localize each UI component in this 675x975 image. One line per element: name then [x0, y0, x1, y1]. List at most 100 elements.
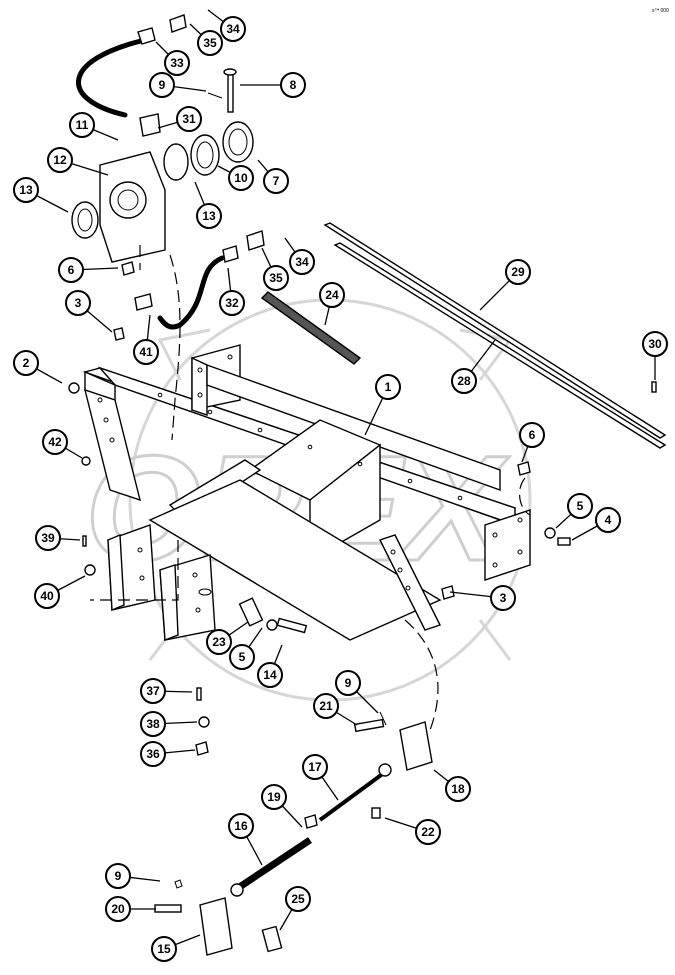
callout-circle-5 [567, 493, 593, 519]
callout-circle-9 [105, 863, 131, 889]
bearing-assembly [71, 68, 254, 263]
callout-label-29: 29 [511, 265, 525, 279]
callout-label-1: 1 [385, 380, 392, 394]
callout-label-37: 37 [146, 684, 160, 698]
callout-label-39: 39 [41, 531, 55, 545]
callout-circle-34 [220, 16, 246, 42]
callout-label-4: 4 [605, 513, 612, 527]
callout-circle-4 [595, 507, 621, 533]
callout-label-24: 24 [325, 288, 339, 302]
main-frame [82, 344, 531, 641]
callout-circle-20 [105, 896, 131, 922]
callout-circle-32 [219, 290, 245, 316]
callout-label-33: 33 [170, 56, 184, 70]
callout-label-2: 2 [23, 356, 30, 370]
callout-label-12: 12 [53, 153, 67, 167]
callout-label-15: 15 [157, 942, 171, 956]
callout-circle-8 [280, 72, 306, 98]
callout-circle-30 [642, 331, 668, 357]
callout-circle-29 [505, 259, 531, 285]
callout-label-21: 21 [319, 699, 333, 713]
callout-circle-2 [13, 350, 39, 376]
callout-label-9: 9 [159, 78, 166, 92]
callout-circle-13 [196, 203, 222, 229]
callout-circle-3 [490, 585, 516, 611]
callout-label-22: 22 [421, 825, 435, 839]
callout-label-32: 32 [225, 296, 239, 310]
callout-circle-38 [140, 711, 166, 737]
callout-label-9: 9 [345, 676, 352, 690]
callout-circle-14 [257, 662, 283, 688]
callout-circle-40 [34, 583, 60, 609]
callout-label-28: 28 [457, 374, 471, 388]
callout-label-42: 42 [48, 435, 62, 449]
callout-label-13: 13 [202, 209, 216, 223]
hardware-parts [68, 261, 657, 956]
callout-label-6: 6 [529, 428, 536, 442]
callout-circle-1 [375, 374, 401, 400]
callout-label-30: 30 [648, 337, 662, 351]
brush-strip [260, 291, 362, 365]
callout-labels: 1233455667899910111213131415161718192021… [13, 9, 668, 962]
callout-label-19: 19 [267, 790, 281, 804]
callout-circle-39 [35, 525, 61, 551]
callout-circle-3 [65, 290, 91, 316]
callout-circle-5 [229, 644, 255, 670]
callout-label-41: 41 [139, 345, 153, 359]
callout-circle-34 [289, 249, 315, 275]
callout-label-16: 16 [234, 819, 248, 833]
callout-circle-19 [261, 784, 287, 810]
callout-label-36: 36 [146, 747, 160, 761]
callout-label-3: 3 [75, 296, 82, 310]
callout-circle-23 [206, 629, 232, 655]
callout-circle-28 [451, 368, 477, 394]
callout-label-31: 31 [182, 112, 196, 126]
callout-circle-37 [140, 678, 166, 704]
callout-label-5: 5 [577, 499, 584, 513]
callout-label-35: 35 [203, 36, 217, 50]
hydraulic-hoses [76, 14, 265, 330]
callout-label-18: 18 [451, 782, 465, 796]
callout-circle-31 [176, 106, 202, 132]
callout-circle-9 [335, 670, 361, 696]
callout-label-9: 9 [115, 869, 122, 883]
callout-circle-17 [302, 754, 328, 780]
callout-circle-15 [151, 936, 177, 962]
callout-circle-13 [13, 177, 39, 203]
callout-circle-22 [415, 819, 441, 845]
callout-label-14: 14 [263, 668, 277, 682]
callout-label-38: 38 [146, 717, 160, 731]
callout-circle-6 [519, 422, 545, 448]
callout-label-10: 10 [234, 171, 248, 185]
callout-circle-42 [42, 429, 68, 455]
callout-label-6: 6 [68, 263, 75, 277]
callout-circle-9 [149, 72, 175, 98]
callout-label-23: 23 [212, 635, 226, 649]
assembly-lines [90, 245, 531, 731]
callout-circle-24 [319, 282, 345, 308]
callout-label-20: 20 [111, 902, 125, 916]
callout-label-34: 34 [295, 255, 309, 269]
callout-label-40: 40 [40, 589, 54, 603]
callout-circle-11 [69, 112, 95, 138]
callout-circle-12 [47, 147, 73, 173]
callout-circle-21 [313, 693, 339, 719]
callout-label-13: 13 [19, 183, 33, 197]
callout-label-8: 8 [290, 78, 297, 92]
callout-circle-41 [133, 339, 159, 365]
callout-circle-35 [263, 265, 289, 291]
callout-label-17: 17 [308, 760, 322, 774]
callout-circle-16 [228, 813, 254, 839]
callout-label-34: 34 [226, 22, 240, 36]
callout-circle-7 [263, 168, 289, 194]
callout-label-35: 35 [269, 271, 283, 285]
callout-circle-36 [140, 741, 166, 767]
callout-circle-35 [197, 30, 223, 56]
callout-label-11: 11 [76, 118, 89, 132]
callout-circle-18 [445, 776, 471, 802]
callout-label-25: 25 [291, 892, 305, 906]
corner-code: s™ 000 [652, 8, 669, 14]
seal-strips [323, 222, 667, 449]
callout-circle-10 [228, 165, 254, 191]
